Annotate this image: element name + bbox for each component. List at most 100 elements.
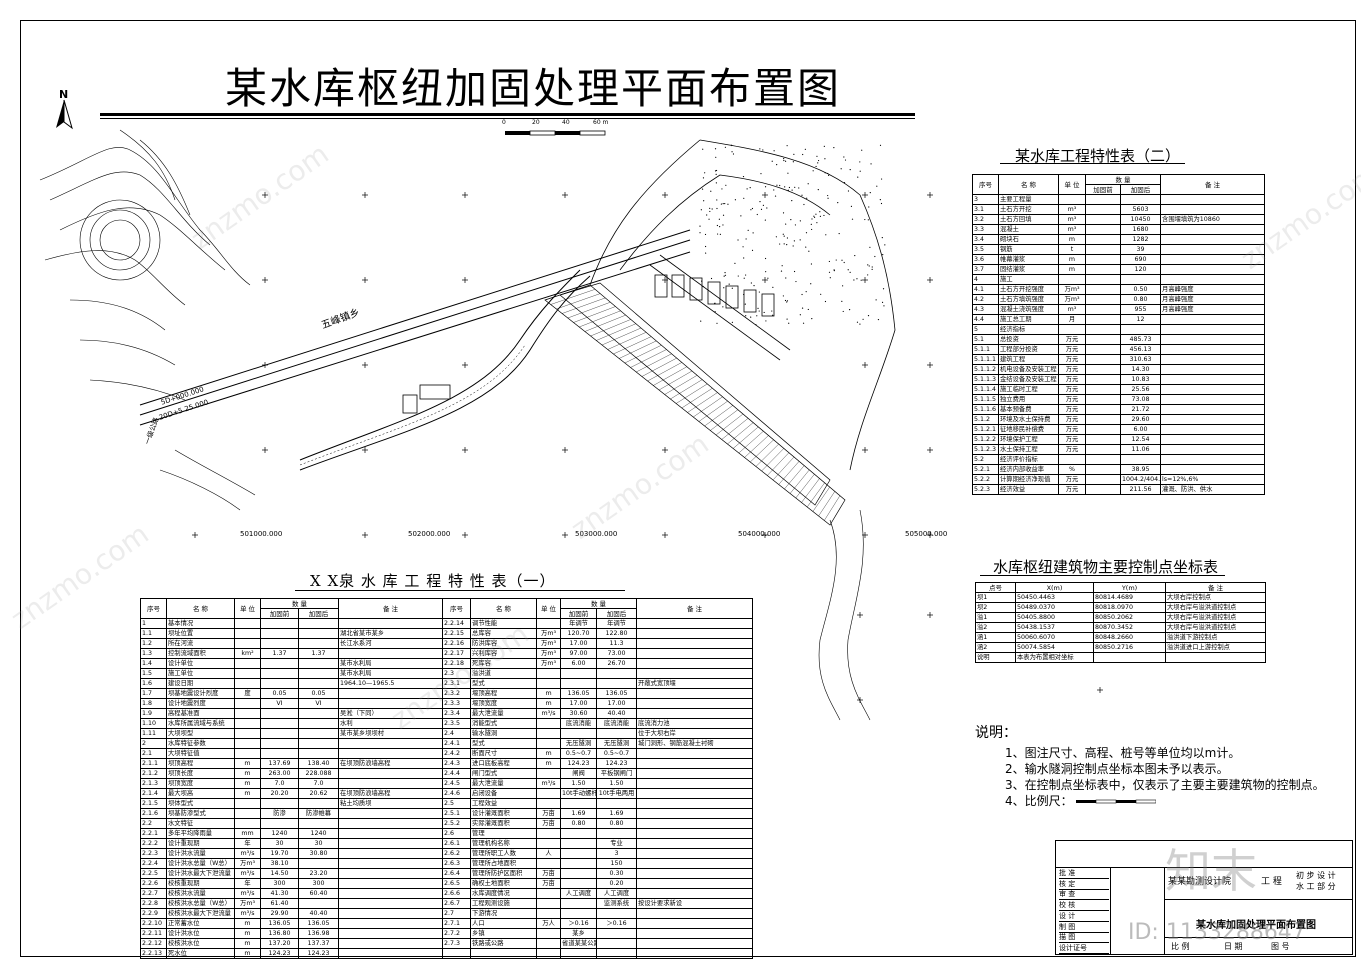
t1-cell: 124.23 <box>260 948 299 959</box>
t2-cell: 11.06 <box>1119 444 1162 455</box>
t2-cell: 5.1.1 <box>972 344 999 355</box>
t1-cell: 11.3 <box>596 638 638 649</box>
t2-cell <box>1160 374 1266 385</box>
t1-cell: 2.1 <box>140 748 167 759</box>
t1-cell: 万亩 <box>536 868 562 879</box>
t1-cell: 万亩 <box>536 818 562 829</box>
t1-cell: 校核洪水最大下泄流量 <box>166 908 235 919</box>
t1-cell <box>536 768 562 779</box>
title-underline-thin <box>100 118 915 119</box>
t1-cell: 坝体型式 <box>166 798 235 809</box>
t1-cell: 管理 <box>470 828 538 839</box>
t1-cell: 1.69 <box>560 808 598 819</box>
t1-cell: m <box>234 928 261 939</box>
t1-cell: 年调节 <box>560 618 598 629</box>
t1-cell <box>338 768 444 779</box>
t2-cell: 万元 <box>1058 394 1086 405</box>
t1-cell: 底流消能 <box>560 718 598 729</box>
t2-cell <box>1085 224 1121 235</box>
t1-cell: 0.5~0.7 <box>560 748 598 759</box>
t1-cell: 无压隧洞 <box>560 738 598 749</box>
t1-cell: 7.0 <box>297 778 340 789</box>
note-line-4: 4、比例尺： <box>975 793 1325 809</box>
t1-cell <box>260 748 299 759</box>
t2-cell: 5.1.1.5 <box>972 394 999 405</box>
t2-cell: 5.2.1 <box>972 464 999 475</box>
t2-cell: 砌块石 <box>998 234 1059 245</box>
t2-cell: m³ <box>1058 204 1086 215</box>
t1-cell <box>560 678 598 689</box>
t2-cell: 3.4 <box>972 234 999 245</box>
t2-cell: 0.80 <box>1119 294 1162 305</box>
t1-cell <box>596 798 638 809</box>
t2-cell: ls=12%,6% <box>1160 474 1266 485</box>
t1-cell <box>536 888 562 899</box>
t1-cell: 2.3.4 <box>442 708 472 719</box>
t2-cell <box>1085 354 1121 365</box>
t1-cell <box>260 618 299 629</box>
brand-watermark: 知末 <box>1165 844 1257 898</box>
t1-cell: 2.2.4 <box>140 858 167 869</box>
t1-cell: ＞0.16 <box>596 918 638 929</box>
t2-cell <box>1085 434 1121 445</box>
coord-cell: 大坝右岸与溢洪道控制点 <box>1165 602 1266 613</box>
t1-cell: m³/s <box>234 868 261 879</box>
t1-cell: 1240 <box>297 828 340 839</box>
t2-cell: 4.1 <box>972 284 999 295</box>
t1-cell <box>338 868 444 879</box>
t2-cell <box>1085 314 1121 325</box>
t1-cell: 124.23 <box>297 948 340 959</box>
coord-cell: 大坝右岸与溢洪道控制点 <box>1165 622 1266 633</box>
t1-cell: 137.69 <box>260 758 299 769</box>
t1-head-before-r: 加固前 <box>560 608 598 619</box>
t1-head-note-r: 备 注 <box>636 598 754 619</box>
spec-table-1: 序号 名 称 单 位 数 量 备 注 序号 名 称 单 位 数 量 备 注 加固… <box>140 598 754 959</box>
t2-cell: 月高峰强度 <box>1160 284 1266 295</box>
t2-cell: 1680 <box>1119 224 1162 235</box>
t2-cell: 5.1.1.6 <box>972 404 999 415</box>
t2-cell: 月 <box>1058 314 1086 325</box>
t1-cell: 输水隧洞 <box>470 728 538 739</box>
t1-cell: 2.4.5 <box>442 778 472 789</box>
t1-cell <box>338 828 444 839</box>
t2-cell <box>1085 374 1121 385</box>
t1-cell <box>560 798 598 809</box>
t2-cell <box>1119 274 1162 285</box>
t2-cell: 10450 <box>1119 214 1162 225</box>
t1-cell: 粘土均质坝 <box>338 798 444 809</box>
t2-cell <box>1085 474 1121 485</box>
t1-cell: 1240 <box>260 828 299 839</box>
t1-cell: VI <box>297 698 340 709</box>
tb-left-label: 校 核 <box>1059 900 1109 912</box>
t1-cell: 2.4 <box>442 728 472 739</box>
t2-cell: 万元 <box>1058 344 1086 355</box>
t1-cell: 1.1 <box>140 628 167 639</box>
coord-cell: 溢2 <box>975 622 1016 633</box>
t1-cell: 按设计要求新设 <box>636 898 754 909</box>
t2-cell: 5603 <box>1119 204 1162 215</box>
t2-cell: 5.1.2.3 <box>972 444 999 455</box>
t1-cell <box>297 628 340 639</box>
t2-cell <box>1160 384 1266 395</box>
t1-cell: 61.40 <box>260 898 299 909</box>
t1-cell: 17.00 <box>596 698 638 709</box>
t1-cell: 堰顶宽度 <box>470 698 538 709</box>
t2-cell: 计算期经济净现值 <box>998 474 1059 485</box>
t1-cell <box>636 948 754 959</box>
t1-cell: 2.2.5 <box>140 868 167 879</box>
t1-cell <box>636 888 754 899</box>
t2-cell: 485.73 <box>1119 334 1162 345</box>
t2-cell: 5.2 <box>972 454 999 465</box>
t2-cell: 总投资 <box>998 334 1059 345</box>
t1-cell <box>297 748 340 759</box>
